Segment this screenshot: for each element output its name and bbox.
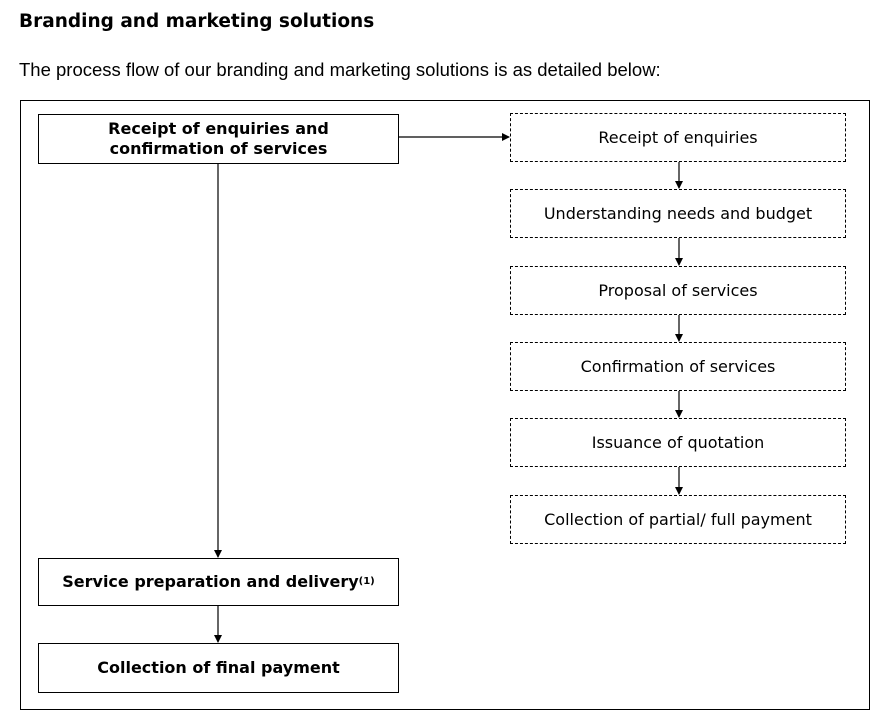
step-label: Issuance of quotation: [591, 433, 765, 452]
step-proposal-of-services: Proposal of services: [510, 266, 846, 315]
step-collection-of-payment: Collection of partial/ full payment: [510, 495, 846, 544]
final-payment-label: Collection of final payment: [97, 658, 340, 677]
receipt-and-confirmation-box: Receipt of enquiries and confirmation of…: [38, 114, 399, 164]
step-understanding-needs: Understanding needs and budget: [510, 189, 846, 238]
intro-text: The process flow of our branding and mar…: [19, 59, 661, 80]
step-label: Understanding needs and budget: [543, 204, 813, 223]
service-footnote-marker: (1): [358, 576, 375, 587]
step-label: Receipt of enquiries: [598, 128, 758, 147]
step-label: Confirmation of services: [580, 357, 776, 376]
step-label: Proposal of services: [598, 281, 758, 300]
diagram-frame: [20, 100, 870, 710]
step-confirmation-of-services: Confirmation of services: [510, 342, 846, 391]
step-issuance-of-quotation: Issuance of quotation: [510, 418, 846, 467]
final-payment-box: Collection of final payment: [38, 643, 399, 693]
section-heading: Branding and marketing solutions: [19, 11, 375, 32]
step-label: Collection of partial/ full payment: [544, 510, 812, 529]
service-preparation-box: Service preparation and delivery(1): [38, 558, 399, 606]
step-receipt-of-enquiries: Receipt of enquiries: [510, 113, 846, 162]
receipt-box-line1: Receipt of enquiries and: [108, 119, 329, 138]
service-box-label: Service preparation and delivery: [62, 572, 359, 591]
receipt-box-line2: confirmation of services: [109, 139, 328, 158]
